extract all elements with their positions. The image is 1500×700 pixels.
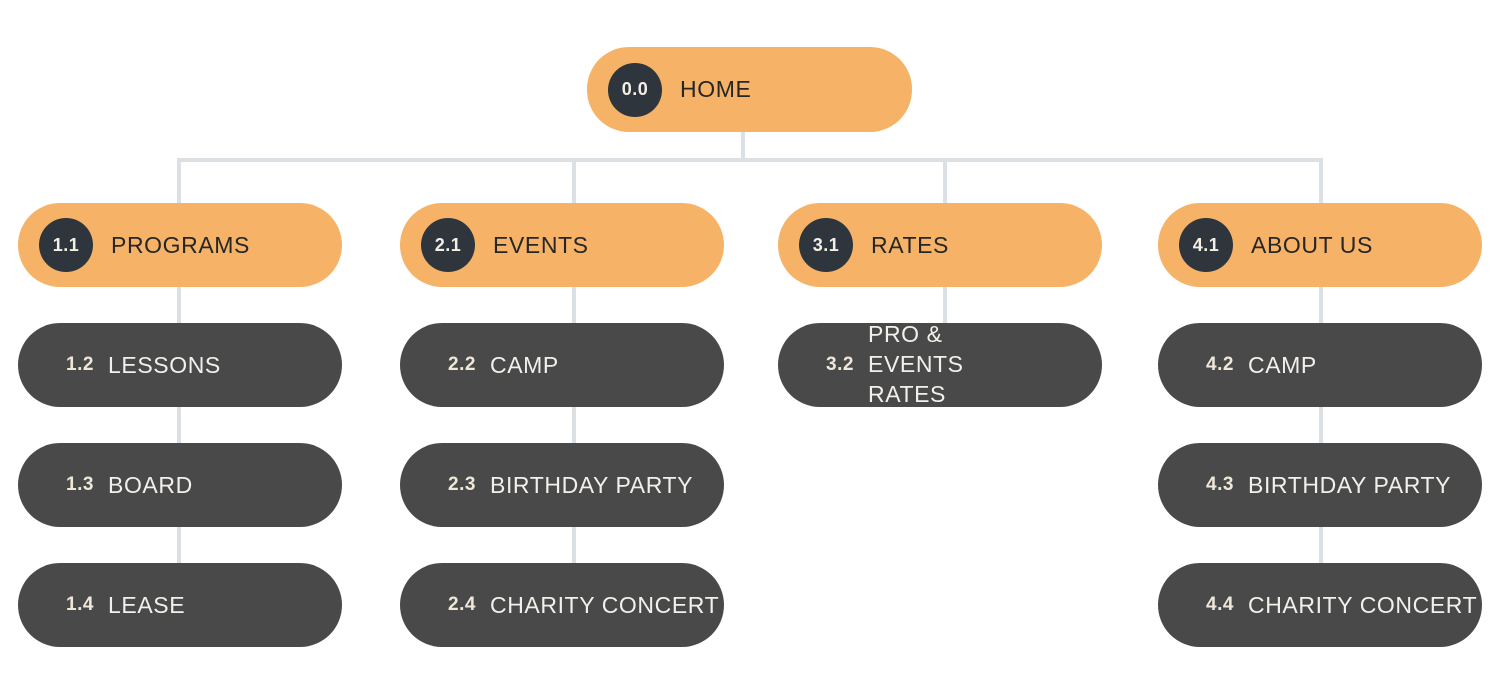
node-label: CHARITY CONCERT [1248,591,1478,618]
node-number: 1.4 [66,594,94,615]
node-label: PRO & EVENTS RATES [868,321,964,407]
node-label: EVENTS [493,231,589,258]
node-events: 2.1 EVENTS [400,203,724,287]
node-birthday-party-2: 4.3 BIRTHDAY PARTY [1158,443,1482,527]
node-number: 1.3 [66,474,94,495]
node-number-badge: 1.1 [39,218,93,272]
node-number: 0.0 [621,79,649,99]
node-label: CAMP [490,351,559,378]
node-charity-concert-2: 4.4 CHARITY CONCERT [1158,563,1482,647]
node-label: BIRTHDAY PARTY [1248,471,1452,498]
node-number: 4.2 [1206,354,1234,375]
node-home: 0.0 HOME [587,47,912,132]
node-rates: 3.1 RATES [778,203,1102,287]
node-programs: 1.1 PROGRAMS [18,203,342,287]
node-number-badge: 4.1 [1179,218,1233,272]
node-camp: 2.2 CAMP [400,323,724,407]
node-number: 2.2 [448,354,476,375]
connector-home-drop [741,128,745,162]
node-number: 2.1 [434,234,462,255]
node-number: 2.3 [448,474,476,495]
node-number-badge: 3.1 [799,218,853,272]
node-number: 2.4 [448,594,476,615]
node-lessons: 1.2 LESSONS [18,323,342,407]
node-lease: 1.4 LEASE [18,563,342,647]
node-about-us: 4.1 ABOUT US [1158,203,1482,287]
node-number: 4.1 [1192,234,1220,255]
node-birthday-party: 2.3 BIRTHDAY PARTY [400,443,724,527]
node-number-badge: 0.0 [608,62,662,117]
node-pro-events-rates: 3.2 PRO & EVENTS RATES [778,321,1102,407]
node-label: CAMP [1248,351,1317,378]
node-label: BOARD [108,471,193,498]
node-number: 4.4 [1206,594,1234,615]
node-label: CHARITY CONCERT [490,591,720,618]
node-number: 1.2 [66,354,94,375]
node-number-badge: 2.1 [421,218,475,272]
node-label: ABOUT US [1251,231,1373,258]
node-label: PROGRAMS [111,231,250,258]
node-label: HOME [680,76,752,102]
connector-trunk [177,158,1323,162]
node-board: 1.3 BOARD [18,443,342,527]
node-number: 3.1 [812,234,840,255]
node-label: LESSONS [108,351,221,378]
node-label: LEASE [108,591,186,618]
node-charity-concert: 2.4 CHARITY CONCERT [400,563,724,647]
node-number: 3.2 [826,354,854,375]
node-number: 1.1 [52,234,80,255]
node-number: 4.3 [1206,474,1234,495]
node-label: BIRTHDAY PARTY [490,471,694,498]
node-label: RATES [871,231,949,258]
node-camp-2: 4.2 CAMP [1158,323,1482,407]
